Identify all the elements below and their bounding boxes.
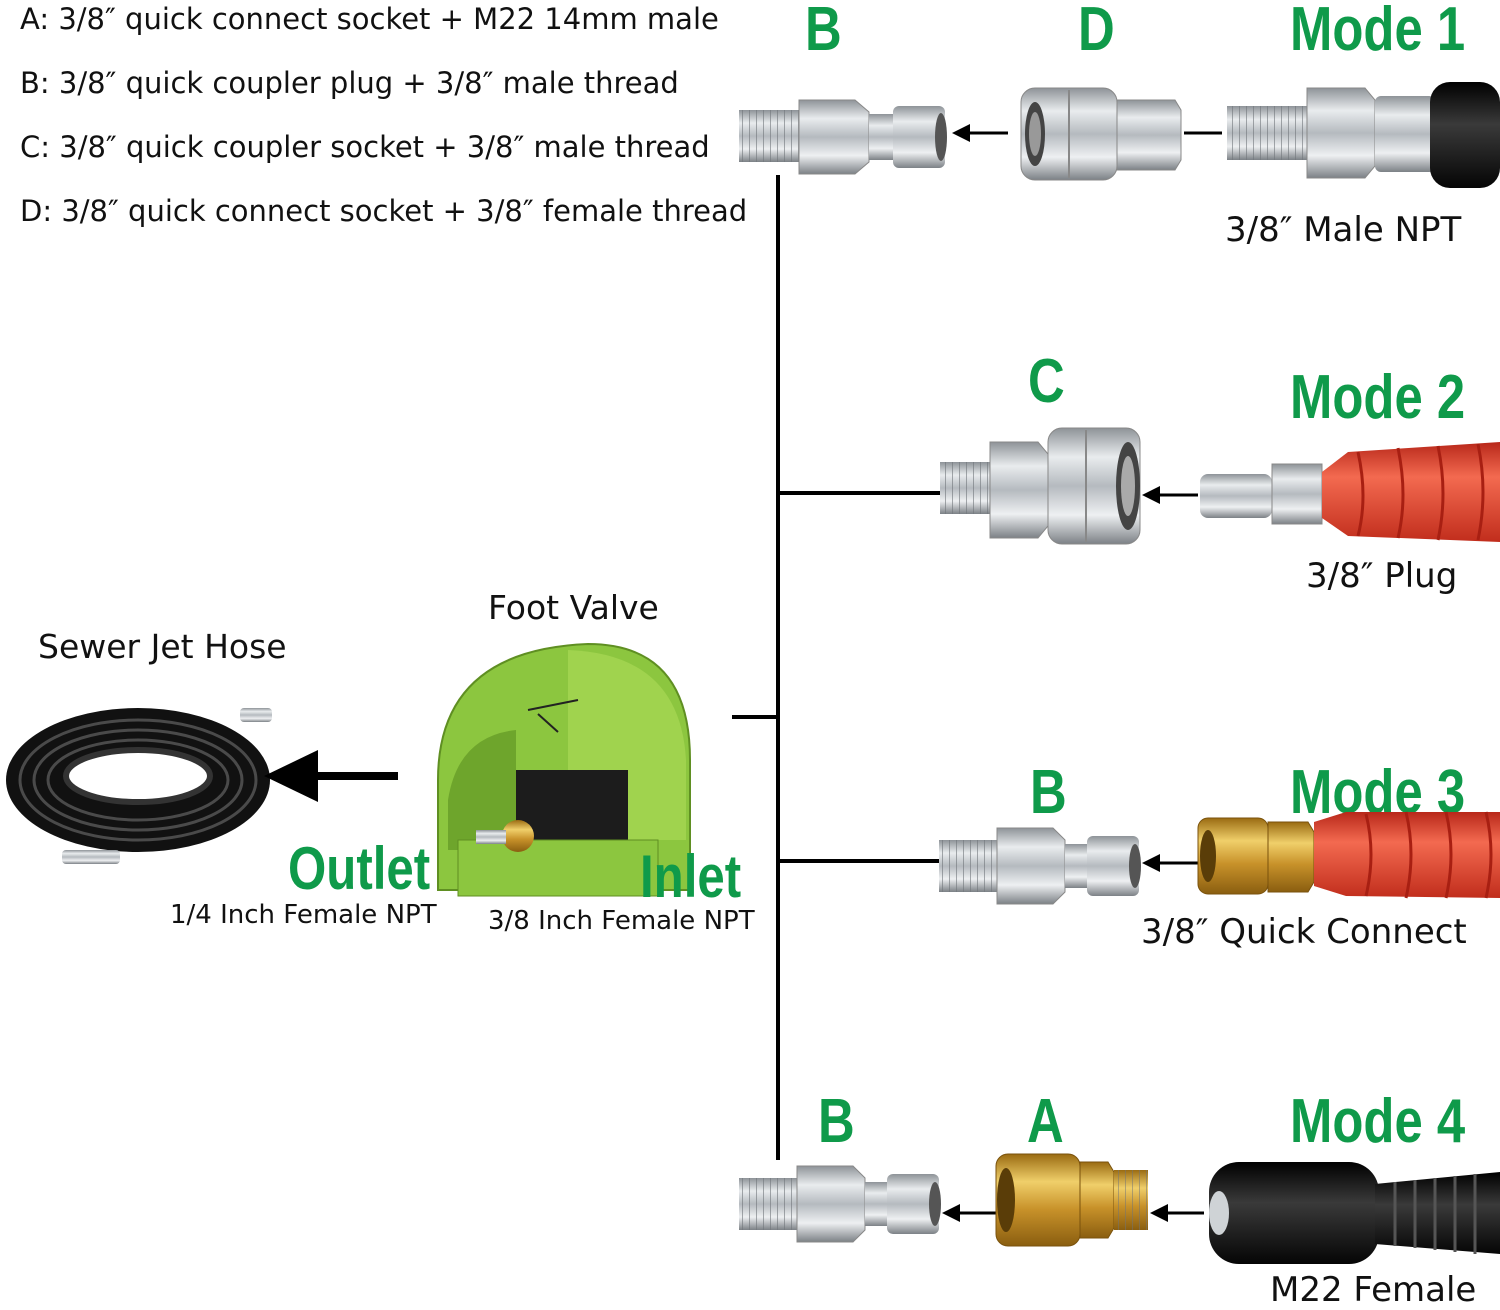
mode4-hose-m22-female [1209, 1162, 1500, 1264]
mode4-caption: M22 Female [1270, 1270, 1477, 1310]
mode2-branch-line [780, 491, 942, 495]
legend-item-b: B: 3/8″ quick coupler plug + 3/8″ male t… [20, 66, 679, 100]
inlet-spec: 3/8 Inch Female NPT [488, 906, 755, 936]
sewer-jet-hose-label: Sewer Jet Hose [38, 627, 287, 666]
mode3-hose-quick-connect [1197, 811, 1500, 899]
legend-item-c: C: 3/8″ quick coupler socket + 3/8″ male… [20, 130, 710, 164]
mode1-hose-male-npt [1227, 82, 1500, 188]
mode3-code-b: B [1030, 758, 1067, 827]
mode4-title: Mode 4 [1290, 1087, 1466, 1156]
mode1-arrow-1 [952, 124, 1008, 142]
mode2-fitting-c [940, 427, 1141, 545]
mode4-arrow-2 [1150, 1204, 1204, 1222]
mode3-arrow [1142, 854, 1198, 872]
trunk-line [776, 175, 780, 1160]
mode2-arrow [1142, 486, 1198, 504]
sewer-jet-hose-coil [6, 708, 272, 864]
mode1-fitting-d [1020, 87, 1182, 181]
inlet-label: Inlet [640, 843, 742, 910]
outlet-spec: 1/4 Inch Female NPT [170, 900, 437, 930]
mode1-title: Mode 1 [1290, 0, 1466, 64]
mode1-arrow-2 [1184, 131, 1222, 135]
foot-valve-label: Foot Valve [488, 588, 659, 627]
foot-valve-image [437, 642, 691, 897]
mode4-arrow-1 [942, 1204, 996, 1222]
mode4-code-a: A [1027, 1087, 1064, 1156]
mode1-fitting-b [739, 99, 947, 175]
mode2-caption: 3/8″ Plug [1306, 556, 1458, 596]
outlet-label: Outlet [288, 835, 431, 902]
legend-item-d: D: 3/8″ quick connect socket + 3/8″ fema… [20, 194, 748, 228]
mode2-code-c: C [1028, 347, 1065, 416]
mode2-hose-plug [1200, 442, 1500, 542]
mode4-code-b: B [818, 1087, 855, 1156]
legend-item-a: A: 3/8″ quick connect socket + M22 14mm … [20, 2, 719, 36]
mode4-fitting-a [995, 1153, 1148, 1247]
mode2-title: Mode 2 [1290, 363, 1466, 432]
outlet-arrow [264, 750, 398, 802]
inlet-connector-line [732, 715, 778, 719]
mode3-caption: 3/8″ Quick Connect [1141, 912, 1467, 952]
mode3-fitting-b [939, 827, 1141, 905]
mode1-code-b: B [805, 0, 842, 64]
mode3-branch-line [780, 859, 942, 863]
mode4-fitting-b [739, 1165, 941, 1243]
mode1-caption: 3/8″ Male NPT [1225, 210, 1462, 250]
mode1-code-d: D [1078, 0, 1115, 64]
